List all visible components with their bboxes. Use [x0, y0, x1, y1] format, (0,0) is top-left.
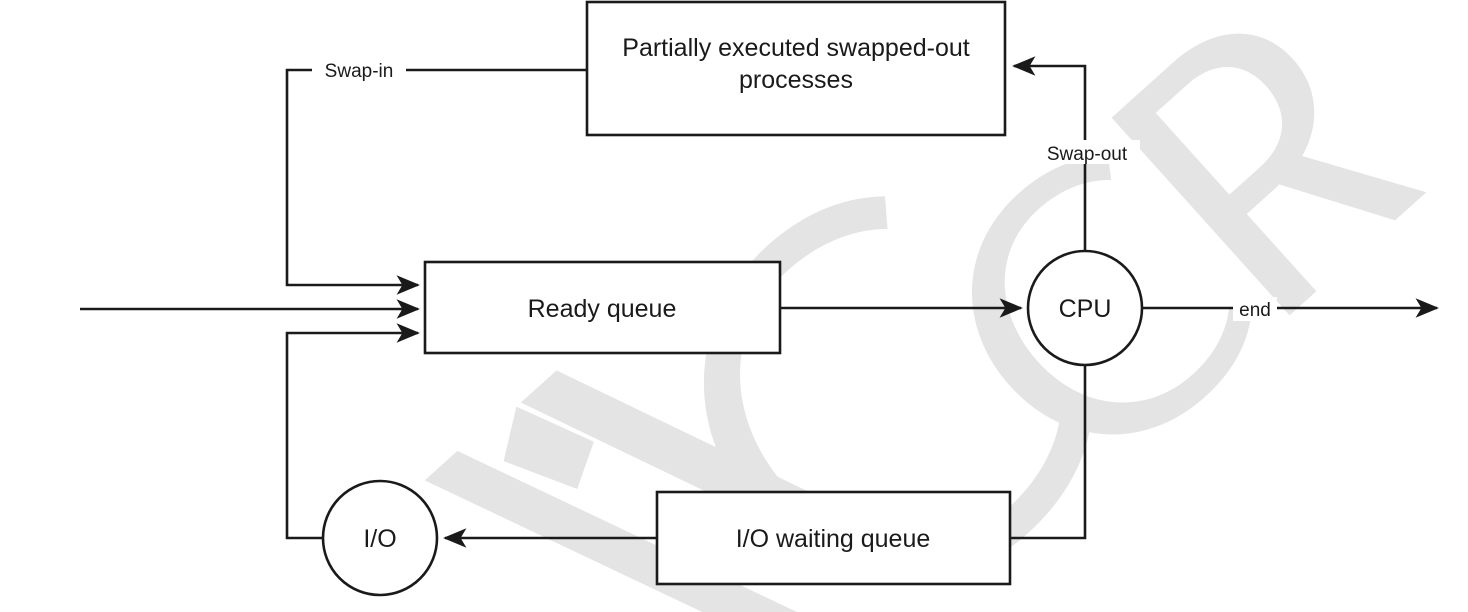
edge-cpu-to-io-waiting-queue — [1010, 365, 1087, 540]
node-io-waiting-queue[interactable] — [655, 490, 1012, 586]
node-swapped-out-processes-label-line1: Partially executed swapped-out — [622, 34, 969, 62]
edge-swap-in — [285, 68, 587, 295]
edge-label-end-group: end — [1233, 297, 1277, 321]
edge-label-swap-out-group: Swap-out — [1034, 140, 1140, 165]
node-swapped-out-processes[interactable] — [585, 0, 1007, 137]
node-io[interactable] — [321, 479, 439, 597]
node-cpu[interactable] — [1026, 249, 1144, 367]
node-io-waiting-queue-label: I/O waiting queue — [736, 525, 931, 553]
edge-label-end: end — [1239, 300, 1271, 321]
node-ready-queue[interactable] — [423, 260, 782, 355]
edge-label-swap-in: Swap-in — [325, 61, 394, 82]
edge-swap-out — [1012, 56, 1087, 251]
node-swapped-out-processes-label-line2: processes — [739, 66, 853, 94]
edge-label-swap-in-group: Swap-in — [312, 58, 406, 82]
node-ready-queue-label: Ready queue — [528, 295, 677, 323]
node-io-label: I/O — [363, 525, 396, 553]
node-cpu-label: CPU — [1059, 295, 1112, 323]
edge-io-to-ready-queue — [285, 323, 420, 540]
edge-label-swap-out: Swap-out — [1047, 144, 1128, 165]
